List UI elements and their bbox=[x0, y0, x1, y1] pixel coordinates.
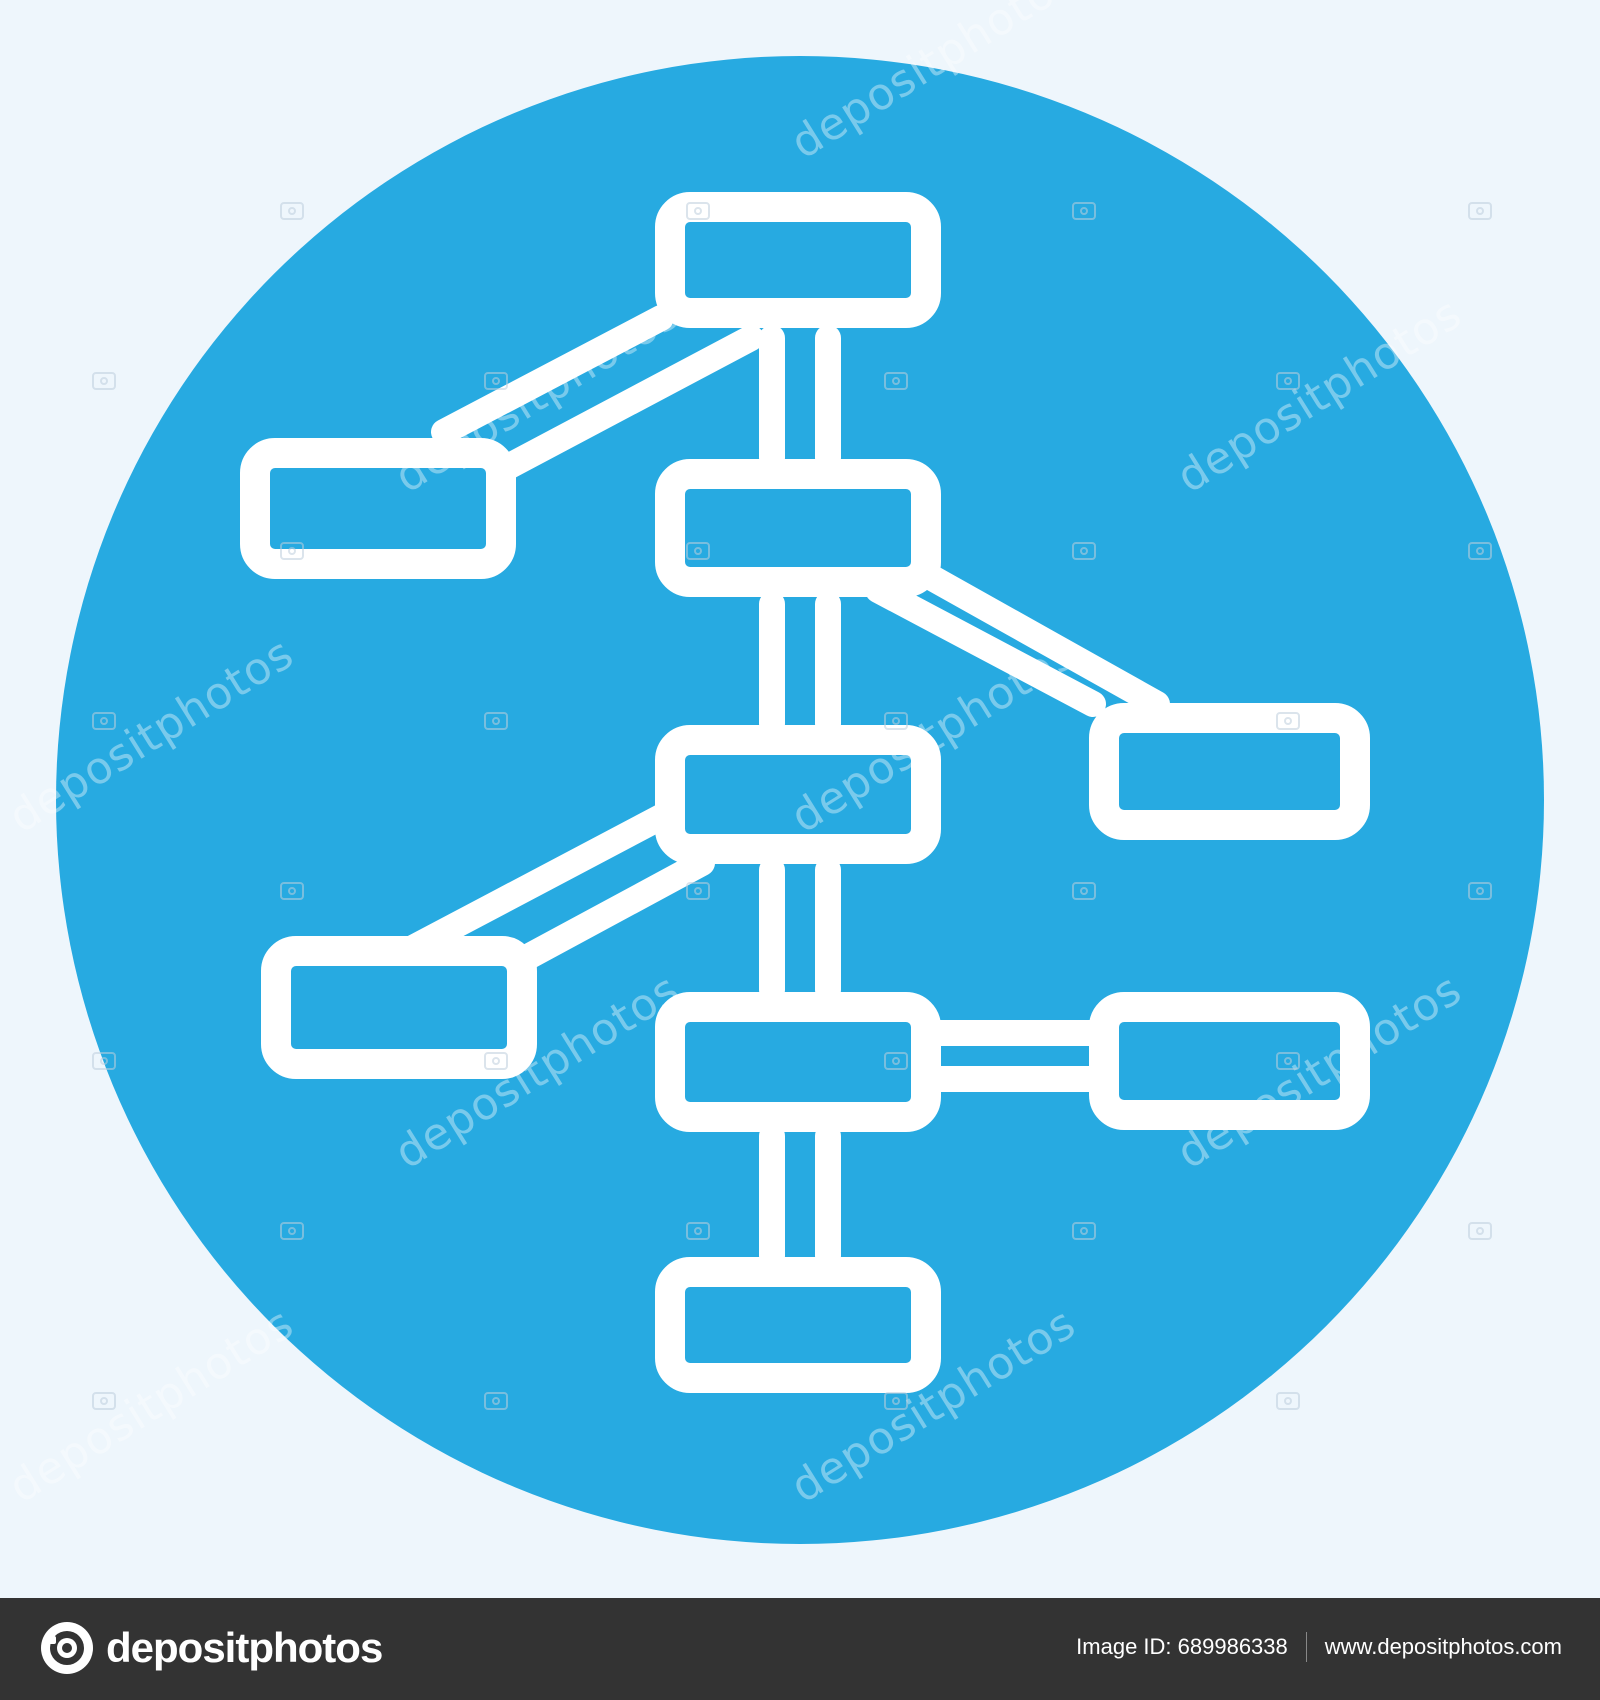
tree-node-right-lower bbox=[1089, 992, 1370, 1130]
artwork bbox=[56, 56, 1544, 1544]
separator bbox=[1305, 1632, 1307, 1662]
brand: depositphotos bbox=[38, 1618, 383, 1678]
tree-node-middle-lower bbox=[655, 992, 941, 1132]
depositphotos-logo-icon bbox=[38, 1619, 96, 1677]
image-id: Image ID: 689986338 bbox=[1076, 1634, 1288, 1659]
connector-left-lower-b bbox=[513, 850, 715, 971]
footer: depositphotos Image ID: 689986338 www.de… bbox=[0, 1598, 1600, 1700]
connector-right-upper-a bbox=[865, 577, 1106, 717]
tree-node-left-upper bbox=[240, 438, 516, 579]
connector-left-lower-a bbox=[398, 804, 674, 962]
brand-name: depositphotos bbox=[106, 1624, 383, 1671]
tree-node-left-lower bbox=[261, 936, 537, 1079]
tree-node-right-upper bbox=[1089, 703, 1370, 840]
tree-node-root bbox=[655, 192, 941, 328]
tree-node-middle bbox=[655, 725, 941, 864]
connector-left-upper-a bbox=[431, 305, 674, 445]
tree-node-bottom bbox=[655, 1257, 941, 1393]
footer-meta: Image ID: 689986338 www.depositphotos.co… bbox=[1076, 1632, 1562, 1662]
connector-left-upper-b bbox=[489, 325, 764, 483]
hierarchy-tree-icon bbox=[56, 56, 1544, 1544]
website-link[interactable]: www.depositphotos.com bbox=[1324, 1634, 1562, 1659]
tree-node-middle-upper bbox=[655, 459, 941, 597]
connector-right-upper-b bbox=[905, 557, 1170, 717]
